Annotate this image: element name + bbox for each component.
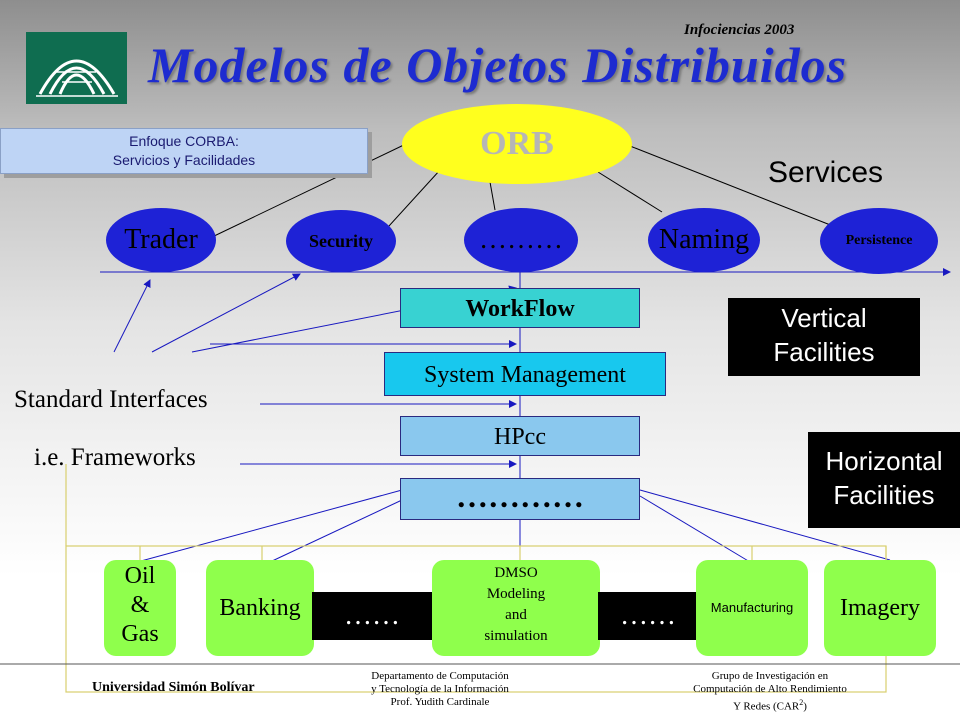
service-ellipsis: ……… [464,208,578,272]
hpcc-box: HPcc [400,416,640,456]
group-line-1: Grupo de Investigación en [711,670,829,682]
app-imagery: Imagery [824,560,936,656]
group-line-3: Y Redes (CAR2) [670,696,870,714]
footer-group: Grupo de Investigación en Computación de… [670,670,870,714]
group-line-3-text: Y Redes (CAR [733,700,800,713]
orb-service-lines [209,141,839,239]
service-persistence: Persistence [820,208,938,274]
app-dmso: DMSO Modeling and simulation [432,560,600,656]
app-oil-gas: Oil & Gas [104,560,176,656]
dmso-line-1: DMSO [494,565,538,581]
app-dots-left: …… [312,592,432,640]
arrow-lines [100,255,951,565]
corba-line-1: Enfoque CORBA: [129,133,239,149]
system-management-box: System Management [384,352,666,396]
frameworks-label: i.e. Frameworks [34,444,196,471]
vertical-facilities-box: Vertical Facilities [728,298,920,376]
university-logo [26,32,127,104]
service-trader: Trader [106,208,216,272]
app-banking: Banking [206,560,314,656]
service-security: Security [286,210,396,272]
vertical-line-2: Facilities [773,337,875,367]
oil-line-2: & [130,592,150,618]
horizontal-facilities-box: Horizontal Facilities [808,432,960,528]
stack-dots-box: ………… [400,478,640,520]
service-naming: Naming [648,208,760,272]
group-line-2: Computación de Alto Rendimiento [693,683,847,695]
dept-line-3: Prof. Yudith Cardinale [390,696,490,708]
oil-line-1: Oil [124,563,156,589]
dmso-line-2: Modeling [486,586,546,602]
workflow-box: WorkFlow [400,288,640,328]
vertical-line-1: Vertical [781,303,867,333]
app-manufacturing: Manufacturing [696,560,808,656]
footer-university: Universidad Simón Bolívar [92,680,255,695]
services-title: Services [768,156,884,189]
dmso-line-3: and [505,607,527,623]
app-dots-right: …… [598,592,698,640]
group-sup: 2 [799,698,804,707]
dept-line-2: y Tecnología de la Información [371,683,509,695]
orb-ellipse: ORB [402,104,632,184]
horizontal-line-2: Facilities [833,480,935,510]
dept-line-1: Departamento de Computación [371,670,509,682]
horizontal-line-1: Horizontal [825,446,943,476]
corba-approach-box: Enfoque CORBA: Servicios y Facilidades [0,128,368,174]
group-close: ) [803,700,807,713]
slide-title: Modelos de Objetos Distribuidos [148,37,848,93]
dmso-line-4: simulation [484,628,548,644]
conference-label: Infociencias 2003 [684,22,795,38]
standard-interfaces-label: Standard Interfaces [14,386,208,413]
corba-line-2: Servicios y Facilidades [112,152,256,168]
oil-line-3: Gas [121,621,159,647]
footer-department: Departamento de Computación y Tecnología… [340,670,540,709]
